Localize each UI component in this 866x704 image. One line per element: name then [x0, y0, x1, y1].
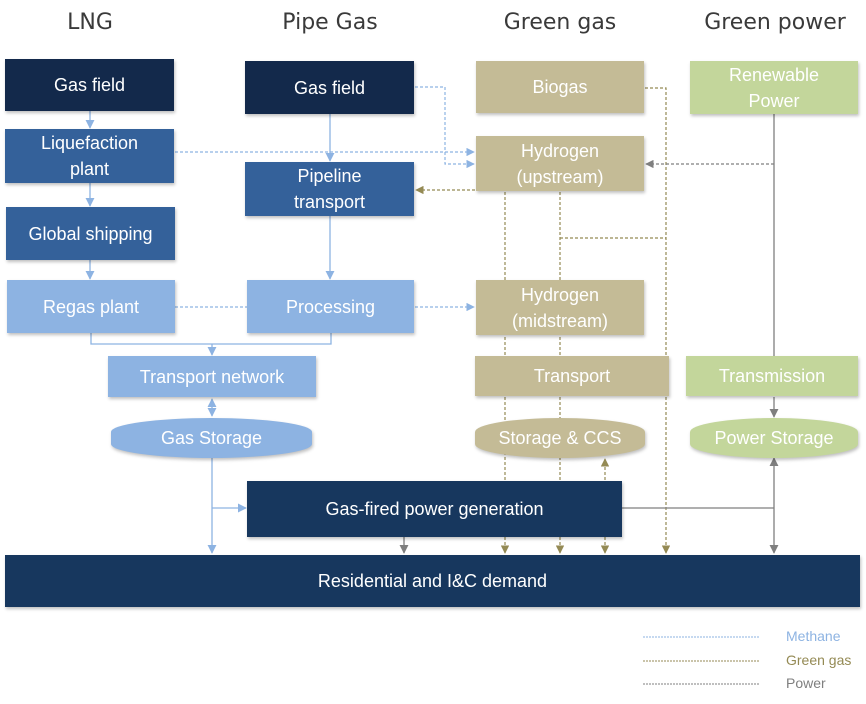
- node-transport-network: Transport network: [108, 356, 316, 397]
- node-residential-ic-demand: Residential and I&C demand: [5, 555, 860, 607]
- node-gas-storage: Gas Storage: [111, 418, 312, 458]
- column-heading-pipe-gas: Pipe Gas: [282, 10, 378, 35]
- column-heading-lng: LNG: [67, 10, 113, 35]
- legend-green-gas: Green gas: [786, 652, 852, 668]
- node-global-shipping: Global shipping: [6, 207, 175, 260]
- node-pipeline-transport: Pipeline transport: [245, 162, 414, 216]
- node-green-gas-transport: Transport: [475, 356, 669, 396]
- node-renewable-power: Renewable Power: [690, 61, 858, 114]
- node-gas-fired-power-generation: Gas-fired power generation: [247, 481, 622, 537]
- column-heading-green-power: Green power: [704, 10, 846, 35]
- legend-methane: Methane: [786, 628, 841, 644]
- greengas-biogas-to-demand: [645, 87, 671, 554]
- node-regas-plant: Regas plant: [7, 280, 175, 333]
- node-hydrogen-upstream: Hydrogen (upstream): [476, 136, 644, 191]
- line-regas-processing-to-network: [90, 333, 332, 345]
- node-biogas: Biogas: [476, 61, 644, 113]
- legend-power: Power: [786, 675, 826, 691]
- node-pipe-gas-field: Gas field: [245, 61, 414, 114]
- node-processing: Processing: [247, 280, 414, 333]
- methane-pipe-gasfield-to-hydrogen: [415, 86, 475, 169]
- node-liquefaction-plant: Liquefaction plant: [5, 129, 174, 183]
- node-lng-gas-field: Gas field: [5, 59, 174, 111]
- node-hydrogen-midstream: Hydrogen (midstream): [476, 280, 644, 335]
- column-heading-green-gas: Green gas: [503, 10, 617, 35]
- node-storage-ccs: Storage & CCS: [475, 418, 645, 458]
- node-transmission: Transmission: [686, 356, 858, 396]
- node-power-storage: Power Storage: [690, 418, 858, 458]
